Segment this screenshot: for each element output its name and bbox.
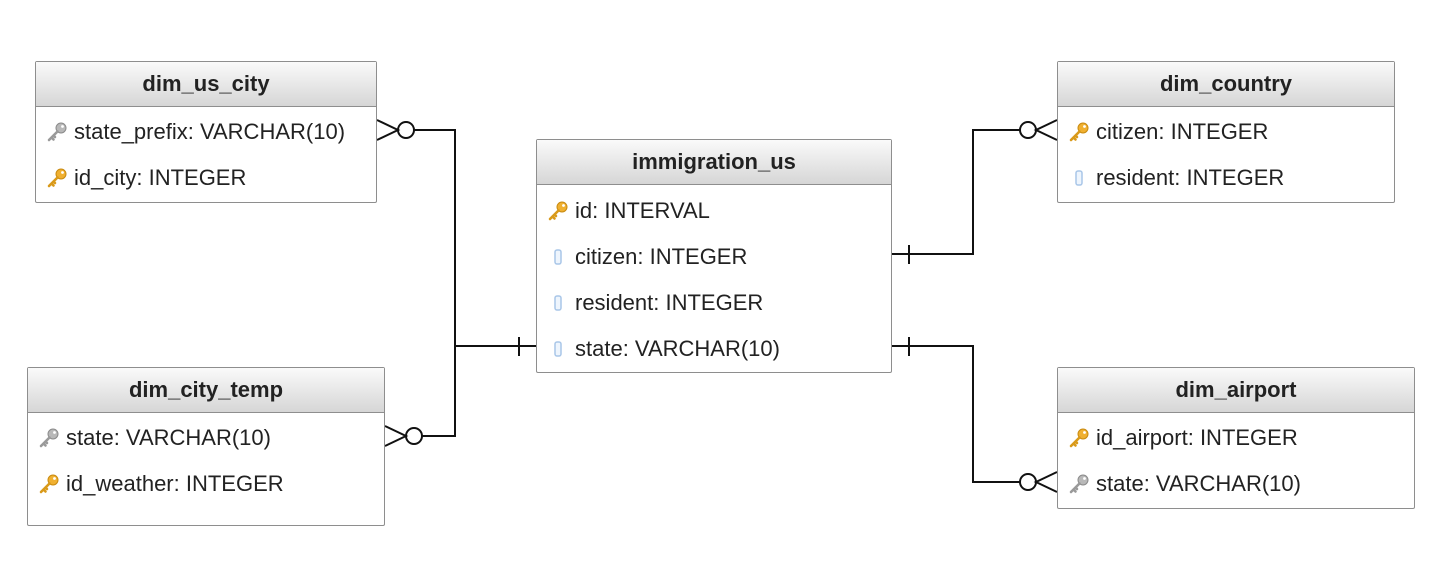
optional-circle-airport — [1019, 473, 1037, 491]
column-label: id: INTERVAL — [575, 198, 710, 223]
foreign-key-icon — [1068, 473, 1090, 495]
column-row[interactable]: citizen: INTEGER — [1068, 117, 1268, 147]
entity-title: dim_country — [1058, 62, 1394, 107]
column-icon — [547, 338, 569, 360]
column-row[interactable]: state: VARCHAR(10) — [38, 423, 271, 453]
column-label: state: VARCHAR(10) — [575, 336, 780, 361]
column-row[interactable]: citizen: INTEGER — [547, 242, 747, 272]
column-label: id_weather: INTEGER — [66, 471, 284, 496]
column-row[interactable]: state_prefix: VARCHAR(10) — [46, 117, 345, 147]
entity-title: dim_us_city — [36, 62, 376, 107]
column-label: resident: INTEGER — [575, 290, 764, 315]
column-label: id_city: INTEGER — [74, 165, 247, 190]
column-label: resident: INTEGER — [1096, 165, 1285, 190]
crowfoot-us-city — [376, 119, 401, 141]
entity-dim-country[interactable]: dim_country citizen: INTEGER resident: I… — [1057, 61, 1395, 203]
entity-title: immigration_us — [537, 140, 891, 185]
column-icon — [547, 246, 569, 268]
entity-dim-airport[interactable]: dim_airport id_airport: INTEGER state: V… — [1057, 367, 1415, 509]
column-row[interactable]: state: VARCHAR(10) — [1068, 469, 1301, 499]
column-label: state_prefix: VARCHAR(10) — [74, 119, 346, 144]
optional-circle-city-temp — [405, 427, 423, 445]
column-icon — [547, 292, 569, 314]
foreign-key-icon — [38, 427, 60, 449]
entity-immigration-us[interactable]: immigration_us id: INTERVAL citizen: INT… — [536, 139, 892, 373]
primary-key-icon — [46, 167, 68, 189]
entity-title: dim_city_temp — [28, 368, 384, 413]
entity-dim-city-temp[interactable]: dim_city_temp state: VARCHAR(10) id_weat… — [27, 367, 385, 526]
relationship-airport — [892, 337, 1058, 493]
column-row[interactable]: state: VARCHAR(10) — [547, 334, 780, 364]
foreign-key-icon — [46, 121, 68, 143]
connector-line-us-city — [414, 129, 536, 347]
column-label: state: VARCHAR(10) — [66, 425, 271, 450]
primary-key-icon — [1068, 121, 1090, 143]
optional-circle-us-city — [397, 121, 415, 139]
crowfoot-city-temp — [384, 425, 409, 447]
relationship-country — [892, 119, 1058, 264]
column-label: citizen: INTEGER — [1096, 119, 1269, 144]
column-label: id_airport: INTEGER — [1096, 425, 1298, 450]
crowfoot-country — [1033, 119, 1058, 141]
primary-key-icon — [38, 473, 60, 495]
column-row[interactable]: resident: INTEGER — [1068, 163, 1284, 193]
entity-title: dim_airport — [1058, 368, 1414, 413]
primary-key-icon — [1068, 427, 1090, 449]
optional-circle-country — [1019, 121, 1037, 139]
column-row[interactable]: id_city: INTEGER — [46, 163, 246, 193]
entity-dim-us-city[interactable]: dim_us_city state_prefix: VARCHAR(10) id… — [35, 61, 377, 203]
column-icon — [1068, 167, 1090, 189]
column-row[interactable]: id_weather: INTEGER — [38, 469, 284, 499]
connector-line-city-temp — [422, 346, 456, 437]
primary-key-icon — [547, 200, 569, 222]
relationship-city-temp — [384, 346, 456, 447]
column-label: citizen: INTEGER — [575, 244, 748, 269]
column-label: state: VARCHAR(10) — [1096, 471, 1301, 496]
relationship-us-city — [376, 119, 536, 356]
crowfoot-airport — [1033, 471, 1058, 493]
column-row[interactable]: id_airport: INTEGER — [1068, 423, 1298, 453]
connector-line-airport — [892, 345, 1020, 483]
column-row[interactable]: resident: INTEGER — [547, 288, 763, 318]
column-row[interactable]: id: INTERVAL — [547, 196, 710, 226]
connector-line-country — [892, 129, 1020, 255]
